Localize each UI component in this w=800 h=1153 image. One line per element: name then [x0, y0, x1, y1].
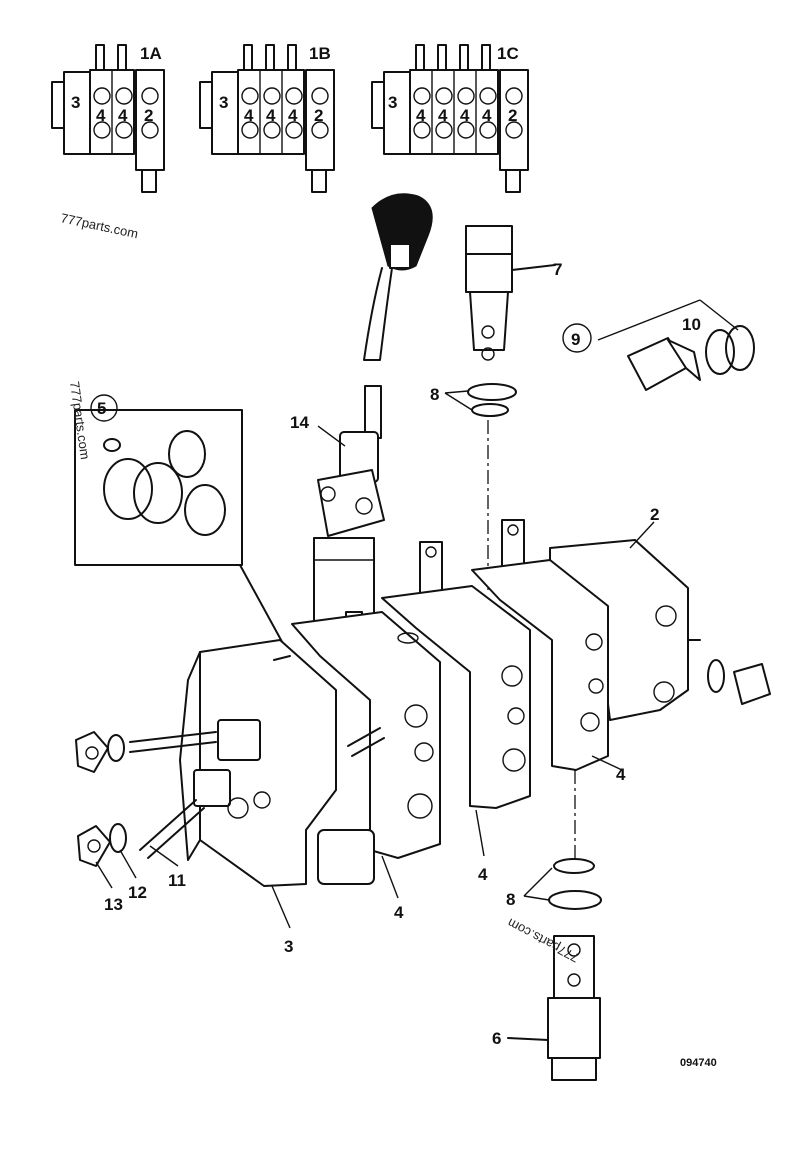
callout-14: 14: [290, 413, 309, 432]
callout-5: 5: [97, 399, 106, 418]
variant-1a-section-1: 3: [71, 93, 80, 112]
leader-lines: [95, 425, 655, 929]
callout-10: 10: [682, 315, 701, 334]
callout-4-right: 4: [616, 765, 626, 784]
variant-1c-section-1: 3: [388, 93, 397, 112]
variant-1c-section-4: 4: [460, 106, 470, 125]
callout-8-lower: 8: [506, 890, 515, 909]
callout-4-middle: 4: [478, 865, 488, 884]
variant-1a-section-4: 2: [144, 106, 153, 125]
variant-1b-section-1: 3: [219, 93, 228, 112]
variant-1a-section-3: 4: [118, 106, 128, 125]
variant-1a-section-2: 4: [96, 106, 106, 125]
variant-1c-section-3: 4: [438, 106, 448, 125]
variant-1c-label: 1C: [497, 44, 519, 63]
variant-1c-section-6: 2: [508, 106, 517, 125]
callout-12: 12: [128, 883, 147, 902]
callout-13: 13: [104, 895, 123, 914]
variant-1a-label: 1A: [140, 44, 162, 63]
variant-1c-section-2: 4: [416, 106, 426, 125]
callout-8-upper: 8: [430, 385, 439, 404]
watermark-side: 777parts.com: [67, 380, 93, 460]
lower-o-rings: [523, 858, 602, 910]
control-lever: [313, 193, 433, 631]
callout-2: 2: [650, 505, 659, 524]
callout-9: 9: [571, 330, 580, 349]
callout-3: 3: [284, 937, 293, 956]
variant-1b-label: 1B: [309, 44, 331, 63]
callout-7: 7: [553, 260, 562, 279]
variant-1b-section-5: 2: [314, 106, 323, 125]
variant-1b-section-4: 4: [288, 106, 298, 125]
seal-kit-inset: [74, 394, 293, 661]
drawing-number: 094740: [680, 1057, 717, 1069]
callout-4-left: 4: [394, 903, 404, 922]
lower-valve-cartridge: [507, 935, 601, 1081]
callout-6: 6: [492, 1029, 501, 1048]
variant-1b-section-2: 4: [244, 106, 254, 125]
valve-block: [179, 519, 701, 887]
variant-1b-section-3: 4: [266, 106, 276, 125]
upper-o-rings: [444, 383, 517, 417]
adapter-fitting: [562, 299, 755, 391]
callout-11: 11: [168, 871, 186, 890]
watermark-top: 777parts.com: [59, 210, 139, 241]
variant-1c-section-5: 4: [482, 106, 492, 125]
side-plug: [707, 659, 771, 705]
variant-1a-thumbnail: 3 4 4 2 1A: [51, 44, 165, 193]
tie-rods-and-nuts: [75, 727, 385, 867]
variant-1c-thumbnail: 3 4 4 4 4 2 1C: [371, 44, 529, 193]
variant-1b-thumbnail: 3 4 4 4 2 1B: [199, 44, 335, 193]
relief-valve-cartridge: [465, 225, 513, 361]
